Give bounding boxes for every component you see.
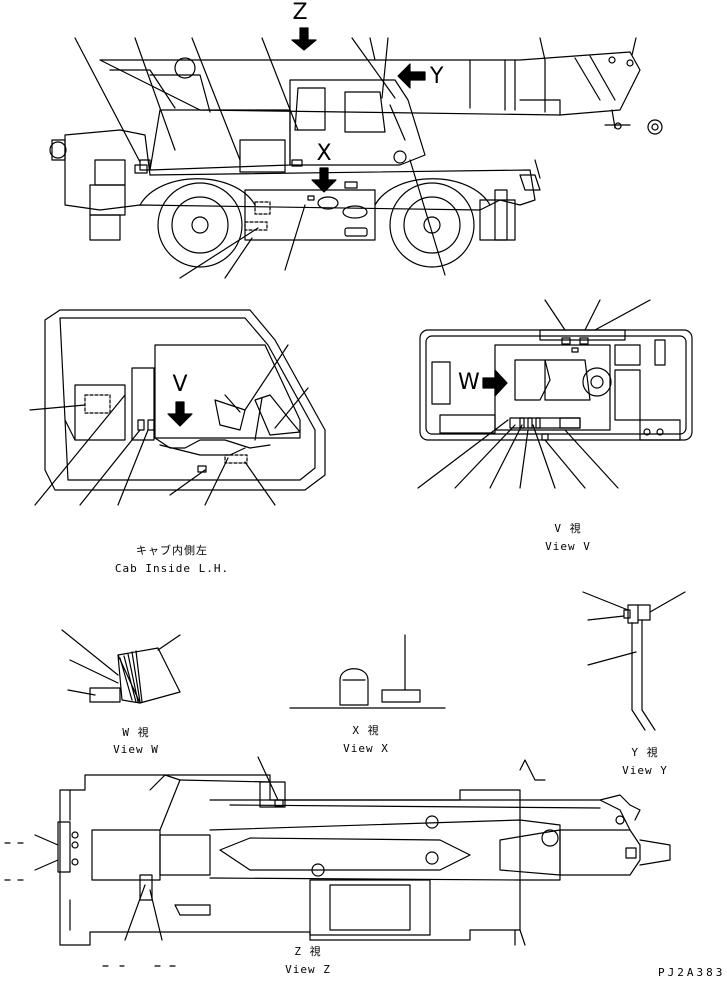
cab-inside-view <box>29 309 326 506</box>
view-x-caption-jp: X 視 <box>352 724 380 737</box>
cab-caption-en: Cab Inside L.H. <box>114 562 230 575</box>
view-v-caption-en: View V <box>545 540 591 553</box>
drawing-code: PJ2A383 <box>658 966 726 979</box>
x-marker-label: X <box>316 141 332 166</box>
crane-side-view <box>49 37 663 279</box>
view-y-caption-en: View Y <box>622 764 668 777</box>
view-z-caption-en: View Z <box>285 963 331 976</box>
w-marker-label: W <box>458 370 480 395</box>
v-arrow-icon <box>167 401 193 427</box>
view-w <box>61 629 181 704</box>
w-arrow-icon <box>482 369 508 397</box>
z-arrow-icon <box>291 27 317 51</box>
v-marker-label: V <box>172 372 188 397</box>
view-v-caption-jp: V 視 <box>554 522 582 535</box>
view-z-caption-jp: Z 視 <box>294 945 322 958</box>
z-marker-label: Z <box>292 0 308 25</box>
view-y <box>582 591 686 731</box>
view-x-caption-en: View X <box>343 742 389 755</box>
view-w-caption-en: View W <box>113 743 159 756</box>
view-w-caption-jp: W 視 <box>122 726 150 739</box>
y-arrow-icon <box>397 63 426 89</box>
view-x <box>289 634 446 709</box>
cab-caption-jp: キャブ内側左 <box>136 544 208 557</box>
view-y-caption-jp: Y 視 <box>631 746 659 759</box>
view-z <box>34 756 671 946</box>
view-v <box>417 299 693 489</box>
y-marker-label: Y <box>430 64 444 89</box>
x-arrow-icon <box>311 167 337 193</box>
